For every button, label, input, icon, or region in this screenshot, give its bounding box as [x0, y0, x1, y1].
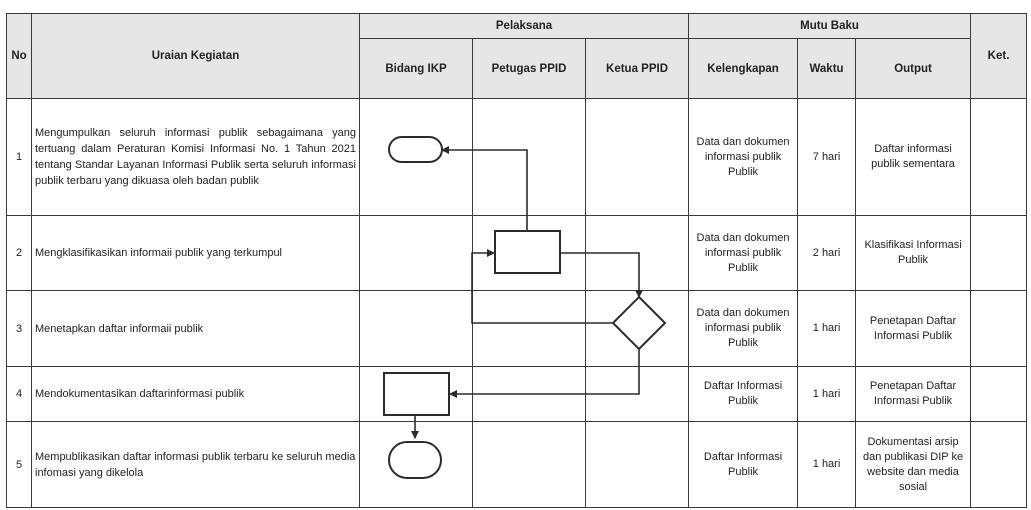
lane-bidang-ikp	[359, 215, 473, 291]
header-kelengkapan: Kelengkapan	[688, 38, 799, 99]
kelengkapan-cell: Daftar Informasi Publik	[688, 421, 799, 508]
ket-cell	[970, 98, 1028, 216]
activity-description: Mengklasifikasikan informaii publik yang…	[31, 215, 360, 291]
lane-ketua-ppid	[584, 215, 690, 291]
sop-table: No Uraian Kegiatan Pelaksana Mutu Baku K…	[6, 13, 1028, 508]
waktu-cell: 7 hari	[797, 98, 857, 216]
lane-petugas-ppid	[472, 215, 586, 291]
activity-description: Mengumpulkan seluruh informasi publik se…	[31, 98, 360, 216]
output-cell: Dokumentasi arsip dan publikasi DIP ke w…	[855, 421, 972, 508]
lane-ketua-ppid	[584, 98, 690, 216]
kelengkapan-cell: Data dan dokumen informasi publik Publik	[688, 215, 799, 291]
header-ketua-ppid: Ketua PPID	[584, 38, 690, 99]
header-petugas-ppid: Petugas PPID	[472, 38, 586, 99]
output-cell: Klasifikasi Informasi Publik	[855, 215, 972, 291]
ket-cell	[970, 366, 1028, 422]
table-row: 3 Menetapkan daftar informaii publik Dat…	[6, 290, 1028, 367]
lane-bidang-ikp	[359, 421, 473, 508]
ket-cell	[970, 215, 1028, 291]
table-row: 2 Mengklasifikasikan informaii publik ya…	[6, 215, 1028, 291]
ket-cell	[970, 290, 1028, 367]
header-mutu-baku: Mutu Baku	[688, 13, 972, 39]
kelengkapan-cell: Data dan dokumen informasi publik Publik	[688, 290, 799, 367]
lane-bidang-ikp	[359, 290, 473, 367]
header-bidang-ikp: Bidang IKP	[359, 38, 473, 99]
activity-description: Menetapkan daftar informaii publik	[31, 290, 360, 367]
activity-description: Mempublikasikan daftar informasi publik …	[31, 421, 360, 508]
waktu-cell: 1 hari	[797, 290, 857, 367]
row-number: 2	[6, 215, 32, 291]
lane-ketua-ppid	[584, 421, 690, 508]
kelengkapan-cell: Daftar Informasi Publik	[688, 366, 799, 422]
activity-description: Mendokumentasikan daftarinformasi publik	[31, 366, 360, 422]
ket-cell	[970, 421, 1028, 508]
lane-bidang-ikp	[359, 366, 473, 422]
header-uraian: Uraian Kegiatan	[31, 13, 360, 99]
lane-ketua-ppid	[584, 366, 690, 422]
header-waktu: Waktu	[797, 38, 857, 99]
header-pelaksana: Pelaksana	[358, 13, 690, 39]
lane-petugas-ppid	[472, 421, 586, 508]
lane-petugas-ppid	[472, 290, 586, 367]
row-number: 4	[6, 366, 32, 422]
waktu-cell: 1 hari	[797, 366, 857, 422]
row-number: 3	[6, 290, 32, 367]
output-cell: Daftar informasi publik sementara	[855, 98, 972, 216]
lane-petugas-ppid	[472, 98, 586, 216]
output-cell: Penetapan Daftar Informasi Publik	[855, 290, 972, 367]
output-cell: Penetapan Daftar Informasi Publik	[855, 366, 972, 422]
header-no: No	[6, 13, 32, 99]
lane-bidang-ikp	[359, 98, 473, 216]
header-output: Output	[855, 38, 972, 99]
table-row: 5 Mempublikasikan daftar informasi publi…	[6, 421, 1028, 508]
row-number: 5	[6, 421, 32, 508]
row-number: 1	[6, 98, 32, 216]
lane-petugas-ppid	[472, 366, 586, 422]
header-ket: Ket.	[970, 13, 1028, 99]
table-row: 1 Mengumpulkan seluruh informasi publik …	[6, 98, 1028, 216]
kelengkapan-cell: Data dan dokumen informasi publik Publik	[688, 98, 799, 216]
waktu-cell: 2 hari	[797, 215, 857, 291]
waktu-cell: 1 hari	[797, 421, 857, 508]
lane-ketua-ppid	[584, 290, 690, 367]
table-row: 4 Mendokumentasikan daftarinformasi publ…	[6, 366, 1028, 422]
